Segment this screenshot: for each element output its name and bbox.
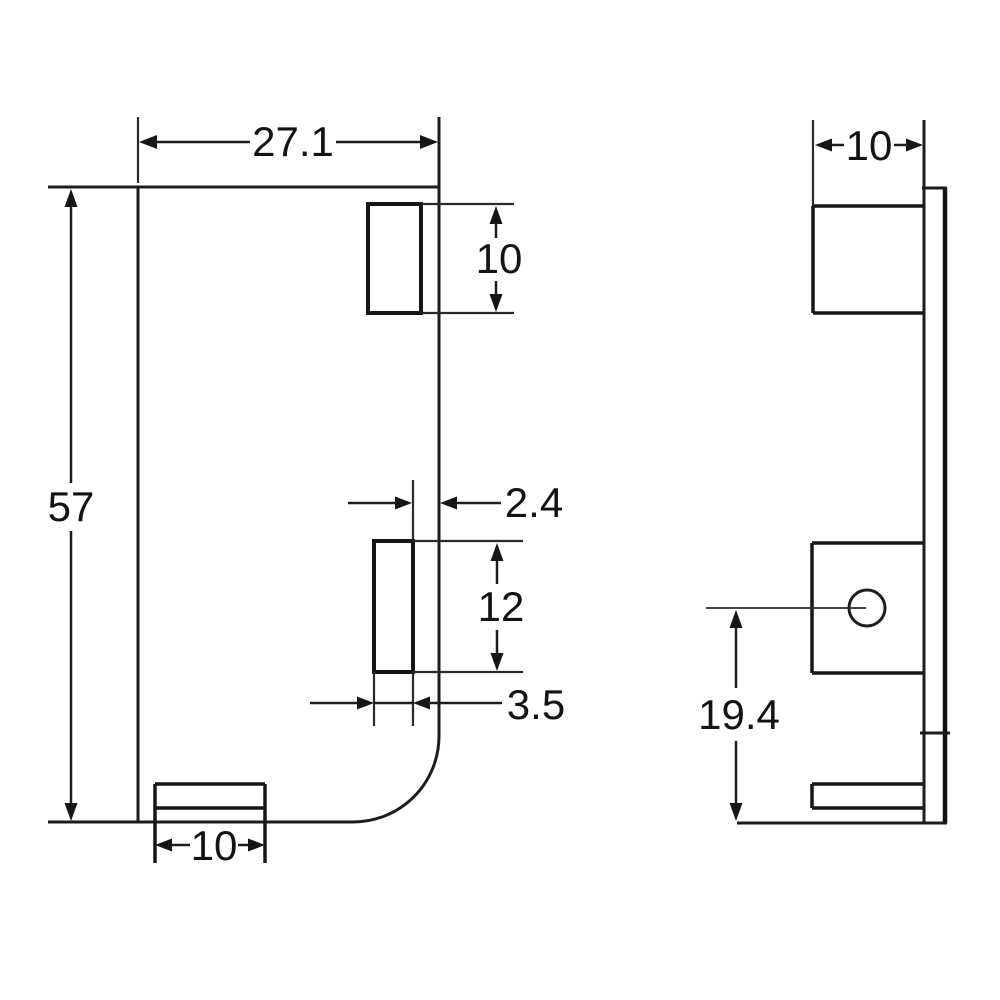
side-tab-depth-label: 10 [846, 122, 893, 169]
arrow-down-icon [729, 803, 743, 821]
arrow-right-icon [395, 496, 412, 510]
arrow-right-icon [420, 135, 438, 149]
arrow-left-icon [155, 838, 172, 852]
arrow-down-icon [489, 294, 503, 312]
arrow-right-icon [357, 696, 374, 710]
middle-slot-width-label: 3.5 [507, 681, 565, 728]
arrow-up-icon [64, 189, 78, 207]
bottom-tab-width-label: 10 [191, 822, 238, 869]
dimension-top-slot-height: 10 [476, 206, 523, 312]
front-right-edge-with-corner-radius [352, 117, 441, 824]
dimension-side-tab-depth: 10 [811, 120, 923, 206]
arrow-left-icon [139, 135, 157, 149]
arrow-left-icon [440, 496, 457, 510]
overall-height-label: 57 [48, 483, 95, 530]
dimension-overall-height: 57 [48, 189, 95, 821]
dimension-edge-gap: 2.4 [348, 479, 563, 526]
arrow-down-icon [490, 653, 504, 671]
top-slot-height-label: 10 [476, 235, 523, 282]
dimension-overall-width: 27.1 [136, 117, 438, 183]
arrow-left-icon [815, 138, 832, 152]
arrow-up-icon [490, 543, 504, 561]
arrow-up-icon [489, 206, 503, 224]
front-middle-slot [372, 539, 415, 674]
dimension-middle-slot-height: 12 [478, 543, 525, 671]
dimension-bottom-tab-width: 10 [155, 822, 265, 869]
dimension-middle-slot-width: 3.5 [310, 681, 565, 728]
hole-height-label: 19.4 [698, 691, 780, 738]
overall-width-label: 27.1 [252, 118, 334, 165]
arrow-down-icon [64, 803, 78, 821]
middle-slot-height-label: 12 [478, 583, 525, 630]
side-bottom-tab [810, 782, 923, 810]
arrow-up-icon [729, 610, 743, 628]
front-top-slot [366, 202, 423, 315]
arrow-left-icon [413, 696, 430, 710]
side-top-tab [811, 204, 924, 315]
front-bottom-tab [153, 782, 267, 863]
arrow-right-icon [906, 138, 923, 152]
edge-gap-label: 2.4 [505, 479, 563, 526]
arrow-right-icon [248, 838, 265, 852]
front-view [48, 117, 523, 863]
dimension-hole-height: 19.4 [698, 607, 866, 821]
